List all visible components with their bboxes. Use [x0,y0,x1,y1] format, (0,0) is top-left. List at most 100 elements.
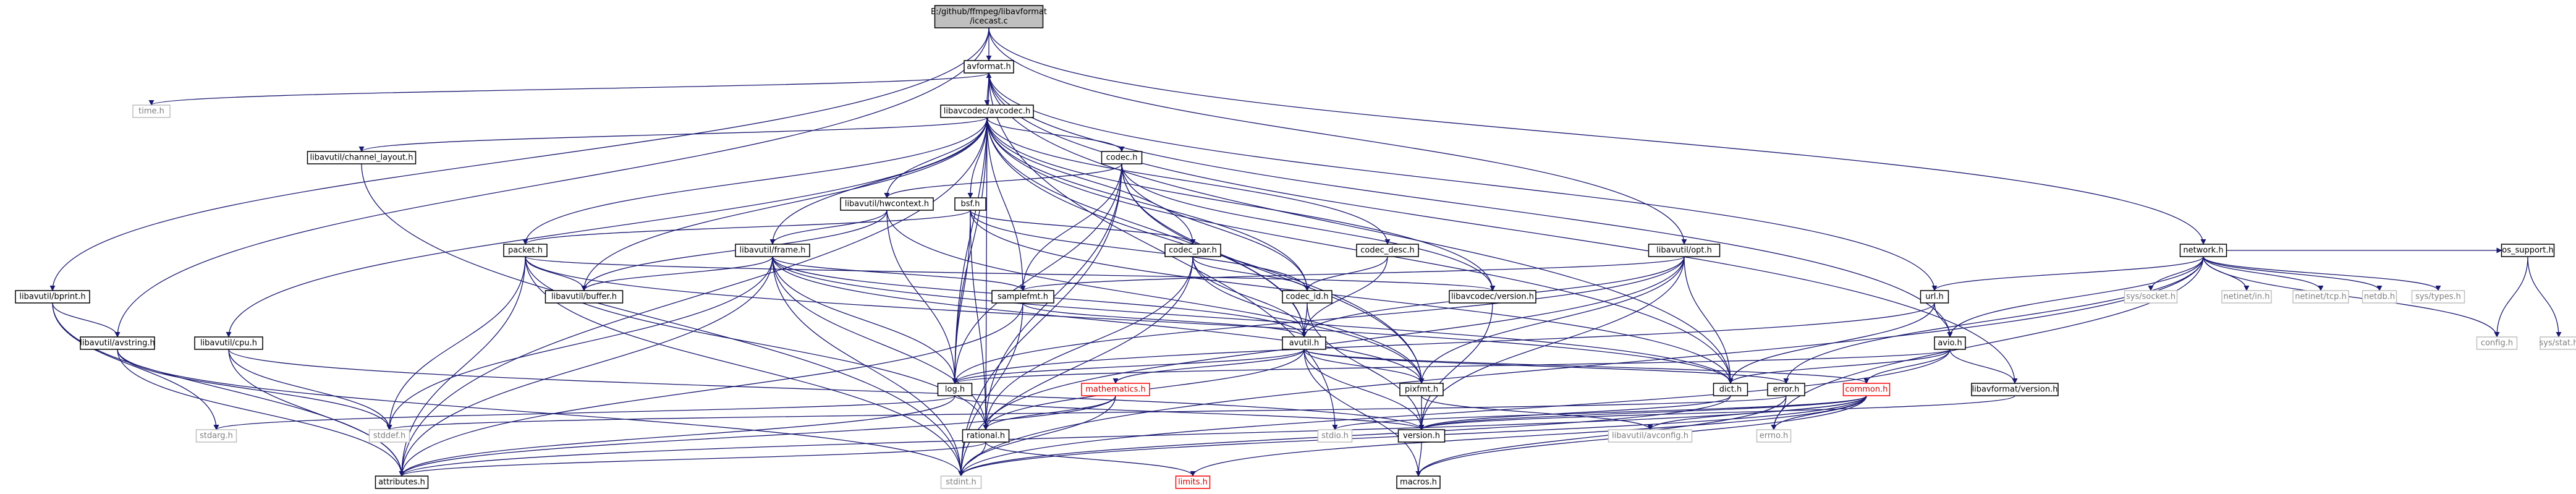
node-stdarg[interactable]: stdarg.h [195,429,237,443]
node-dict[interactable]: dict.h [1713,383,1748,396]
node-cpu[interactable]: libavutil/cpu.h [194,336,263,350]
node-label: avutil.h [1289,339,1320,348]
node-lfversion[interactable]: libavformat/version.h [1971,383,2059,396]
node-avstring[interactable]: libavutil/avstring.h [80,336,155,350]
edge-mathematics-to-rational [983,395,1116,430]
node-label: codec_desc.h [1360,246,1415,255]
edge-log-to-version [954,395,1425,430]
node-sysstat[interactable]: sys/stat.h [2540,336,2576,350]
node-netdb[interactable]: netdb.h [2362,290,2397,304]
edge-version-to-macros [1415,441,1422,477]
node-label: libavutil/opt.h [1656,246,1712,255]
node-codecpar[interactable]: codec_par.h [1164,244,1221,257]
edge-avutil-to-log [952,349,1305,384]
edge-ossupport-to-config [2494,256,2528,338]
node-samplefmt[interactable]: samplefmt.h [991,290,1054,304]
node-lcversion[interactable]: libavcodec/version.h [1449,290,1536,304]
node-stdint[interactable]: stdint.h [940,475,982,489]
node-bsf[interactable]: bsf.h [954,197,986,211]
node-box [1934,336,1966,350]
node-errno[interactable]: errno.h [1756,429,1792,443]
node-box [1397,429,1446,443]
node-avopt[interactable]: libavutil/opt.h [1648,244,1721,257]
node-box [195,429,237,443]
node-limits[interactable]: limits.h [1175,475,1211,489]
node-box [840,197,934,211]
node-netinetin[interactable]: netinet/in.h [2221,290,2272,304]
node-version[interactable]: version.h [1397,429,1446,443]
node-systypes[interactable]: sys/types.h [2411,290,2465,304]
edge-codecpar-to-avutil [1192,256,1307,338]
node-box [962,429,1010,443]
node-stdio[interactable]: stdio.h [1317,429,1353,443]
node-common[interactable]: common.h [1842,383,1891,396]
edge-frame-to-rational [772,256,989,430]
node-buffer[interactable]: libavutil/buffer.h [544,290,624,304]
node-url[interactable]: url.h [1920,290,1949,304]
edge-avio-to-log [952,349,1951,384]
node-label: attributes.h [378,478,425,487]
node-macros[interactable]: macros.h [1396,475,1441,489]
node-ossupport[interactable]: os_support.h [2501,244,2555,257]
node-label: libavutil/avconfig.h [1612,432,1688,441]
edge-avcodec-to-frame [769,117,988,245]
edge-hwcontext-to-pixfmt [886,210,1425,384]
edge-avcodec-to-buffer [581,117,988,291]
node-box [80,336,155,350]
node-label: log.h [945,385,965,394]
node-log[interactable]: log.h [937,383,973,396]
edge-codec-to-lcversion [1121,163,1496,291]
edge-codec-to-codecid [1121,163,1310,291]
node-label: /icecast.c [970,17,1007,26]
node-label: rational.h [967,432,1005,441]
edge-hwcontext-to-frame [769,210,888,245]
node-sockets[interactable]: sys/socket.h [2124,290,2178,304]
node-error[interactable]: error.h [1767,383,1805,396]
edge-cpu-to-version [228,349,1425,430]
node-frame[interactable]: libavutil/frame.h [735,244,810,257]
node-avcodec[interactable]: libavcodec/avcodec.h [940,104,1034,118]
edge-codecdesc-to-avutil [1301,256,1388,338]
node-avconfig[interactable]: libavutil/avconfig.h [1608,429,1693,443]
edge-network-to-avio [1947,256,2204,338]
edge-avformat-to-avio [988,72,1953,338]
node-avutil[interactable]: avutil.h [1282,336,1326,350]
edge-rational-to-limits [985,441,1196,477]
edge-cpu-to-stddef [228,349,392,430]
edge-ossupport-to-sysstat [2527,256,2562,338]
node-time[interactable]: time.h [132,104,171,118]
node-packet[interactable]: packet.h [503,244,548,257]
node-rational[interactable]: rational.h [962,429,1010,443]
node-label: stdint.h [946,478,976,487]
node-root[interactable]: E:/github/ffmpeg/libavformat/icecast.c [931,5,1047,28]
node-network[interactable]: network.h [2179,244,2227,257]
node-label: libavformat/version.h [1972,385,2058,394]
node-codec[interactable]: codec.h [1101,151,1143,164]
edge-network-to-stdint [958,256,2204,477]
edge-codec-to-stdint [958,163,1122,477]
node-label: stddef.h [373,432,405,441]
node-mathematics[interactable]: mathematics.h [1081,383,1150,396]
edge-frame-to-buffer [581,256,773,291]
node-avio[interactable]: avio.h [1934,336,1966,350]
node-avbprint[interactable]: libavutil/bprint.h [15,290,90,304]
node-attributes[interactable]: attributes.h [375,475,429,489]
node-netinettcp[interactable]: netinet/tcp.h [2292,290,2349,304]
node-hwcontext[interactable]: libavutil/hwcontext.h [840,197,934,211]
edge-avcodec-to-lcversion [986,117,1496,291]
edge-avutil-to-version [1303,349,1425,430]
node-avformat[interactable]: avformat.h [964,60,1014,74]
node-box [1399,383,1444,396]
node-label: codec_id.h [1286,292,1328,302]
node-label: libavcodec/avcodec.h [944,107,1031,116]
node-pixfmt[interactable]: pixfmt.h [1399,383,1444,396]
node-config[interactable]: config.h [2476,336,2518,350]
node-codecdesc[interactable]: codec_desc.h [1356,244,1419,257]
edge-url-to-dict [1727,302,1935,384]
node-box [1164,244,1221,257]
node-chlayout[interactable]: libavutil/channel_layout.h [307,151,417,164]
node-stddef[interactable]: stddef.h [368,429,410,443]
node-codecid[interactable]: codec_id.h [1282,290,1332,304]
node-box [1648,244,1721,257]
edge-avutil-to-mathematics [1112,349,1305,384]
